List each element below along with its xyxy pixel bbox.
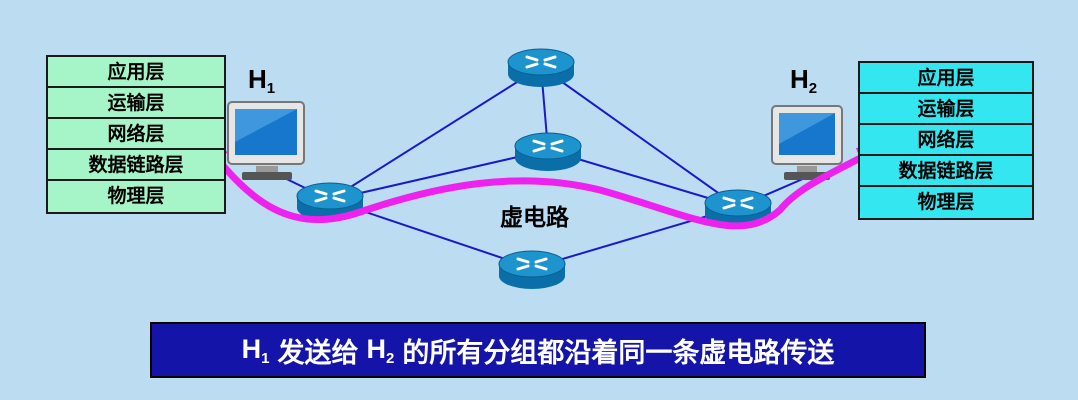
layer-physical: 物理层 <box>860 187 1032 218</box>
protocol-stack-h2: 应用层 运输层 网络层 数据链路层 物理层 <box>858 61 1034 220</box>
layer-transport: 运输层 <box>48 88 224 119</box>
virtual-circuit-label: 虚电路 <box>500 204 569 230</box>
link-r-bottom-r2 <box>531 206 739 269</box>
link-r1-r-top <box>329 66 542 201</box>
host-label-h2: H2 <box>790 64 818 97</box>
layer-data-link: 数据链路层 <box>860 156 1032 187</box>
layer-physical: 物理层 <box>48 181 224 212</box>
layer-network: 网络层 <box>48 119 224 150</box>
host-label-h1: H1 <box>248 64 276 97</box>
layer-application: 应用层 <box>860 63 1032 94</box>
router-icon <box>514 132 582 171</box>
link-r-top-r2 <box>540 66 739 208</box>
router-icon <box>498 250 566 289</box>
computer-monitor-icon <box>771 105 843 180</box>
layer-network: 网络层 <box>860 125 1032 156</box>
caption-h1: H1 <box>241 333 270 367</box>
link-r1-r-mid <box>329 149 549 201</box>
layer-data-link: 数据链路层 <box>48 150 224 181</box>
protocol-stack-h1: 应用层 运输层 网络层 数据链路层 物理层 <box>46 55 226 214</box>
computer-monitor-icon <box>227 101 305 180</box>
caption-rest: 的所有分组都沿着同一条虚电路传送 <box>402 337 835 368</box>
router-icon <box>507 48 575 87</box>
caption-banner: H1 发送给 H2 的所有分组都沿着同一条虚电路传送 <box>150 322 926 378</box>
caption-h2: H2 <box>366 333 395 367</box>
layer-application: 应用层 <box>48 57 224 88</box>
virtual-circuit-path <box>206 146 879 230</box>
layer-transport: 运输层 <box>860 94 1032 125</box>
caption-verb: 发送给 <box>277 337 359 368</box>
